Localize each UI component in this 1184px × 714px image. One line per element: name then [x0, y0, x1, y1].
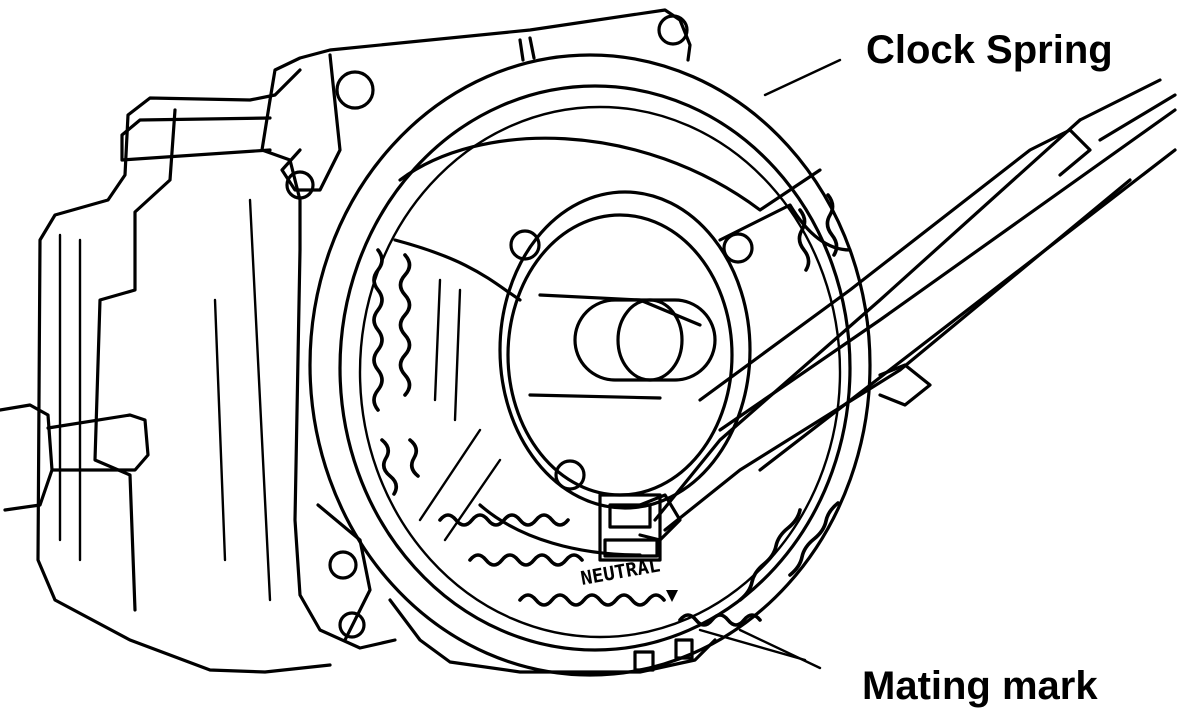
spring-coils [372, 193, 840, 627]
clock-spring-label: Clock Spring [866, 28, 1113, 72]
clock-spring-leader [763, 58, 842, 97]
pliers-tool [638, 78, 1177, 542]
hub-and-shaft [478, 190, 754, 557]
clock-spring-body [308, 53, 872, 677]
switch-housing [0, 68, 332, 674]
leader-lines [698, 58, 842, 670]
neutral-arrow-icon [666, 590, 678, 602]
mating-mark-leader-2 [738, 628, 822, 670]
mating-mark-leader-1 [698, 628, 807, 662]
mating-mark-label: Mating mark [862, 664, 1098, 708]
mounting-plate [260, 8, 692, 650]
